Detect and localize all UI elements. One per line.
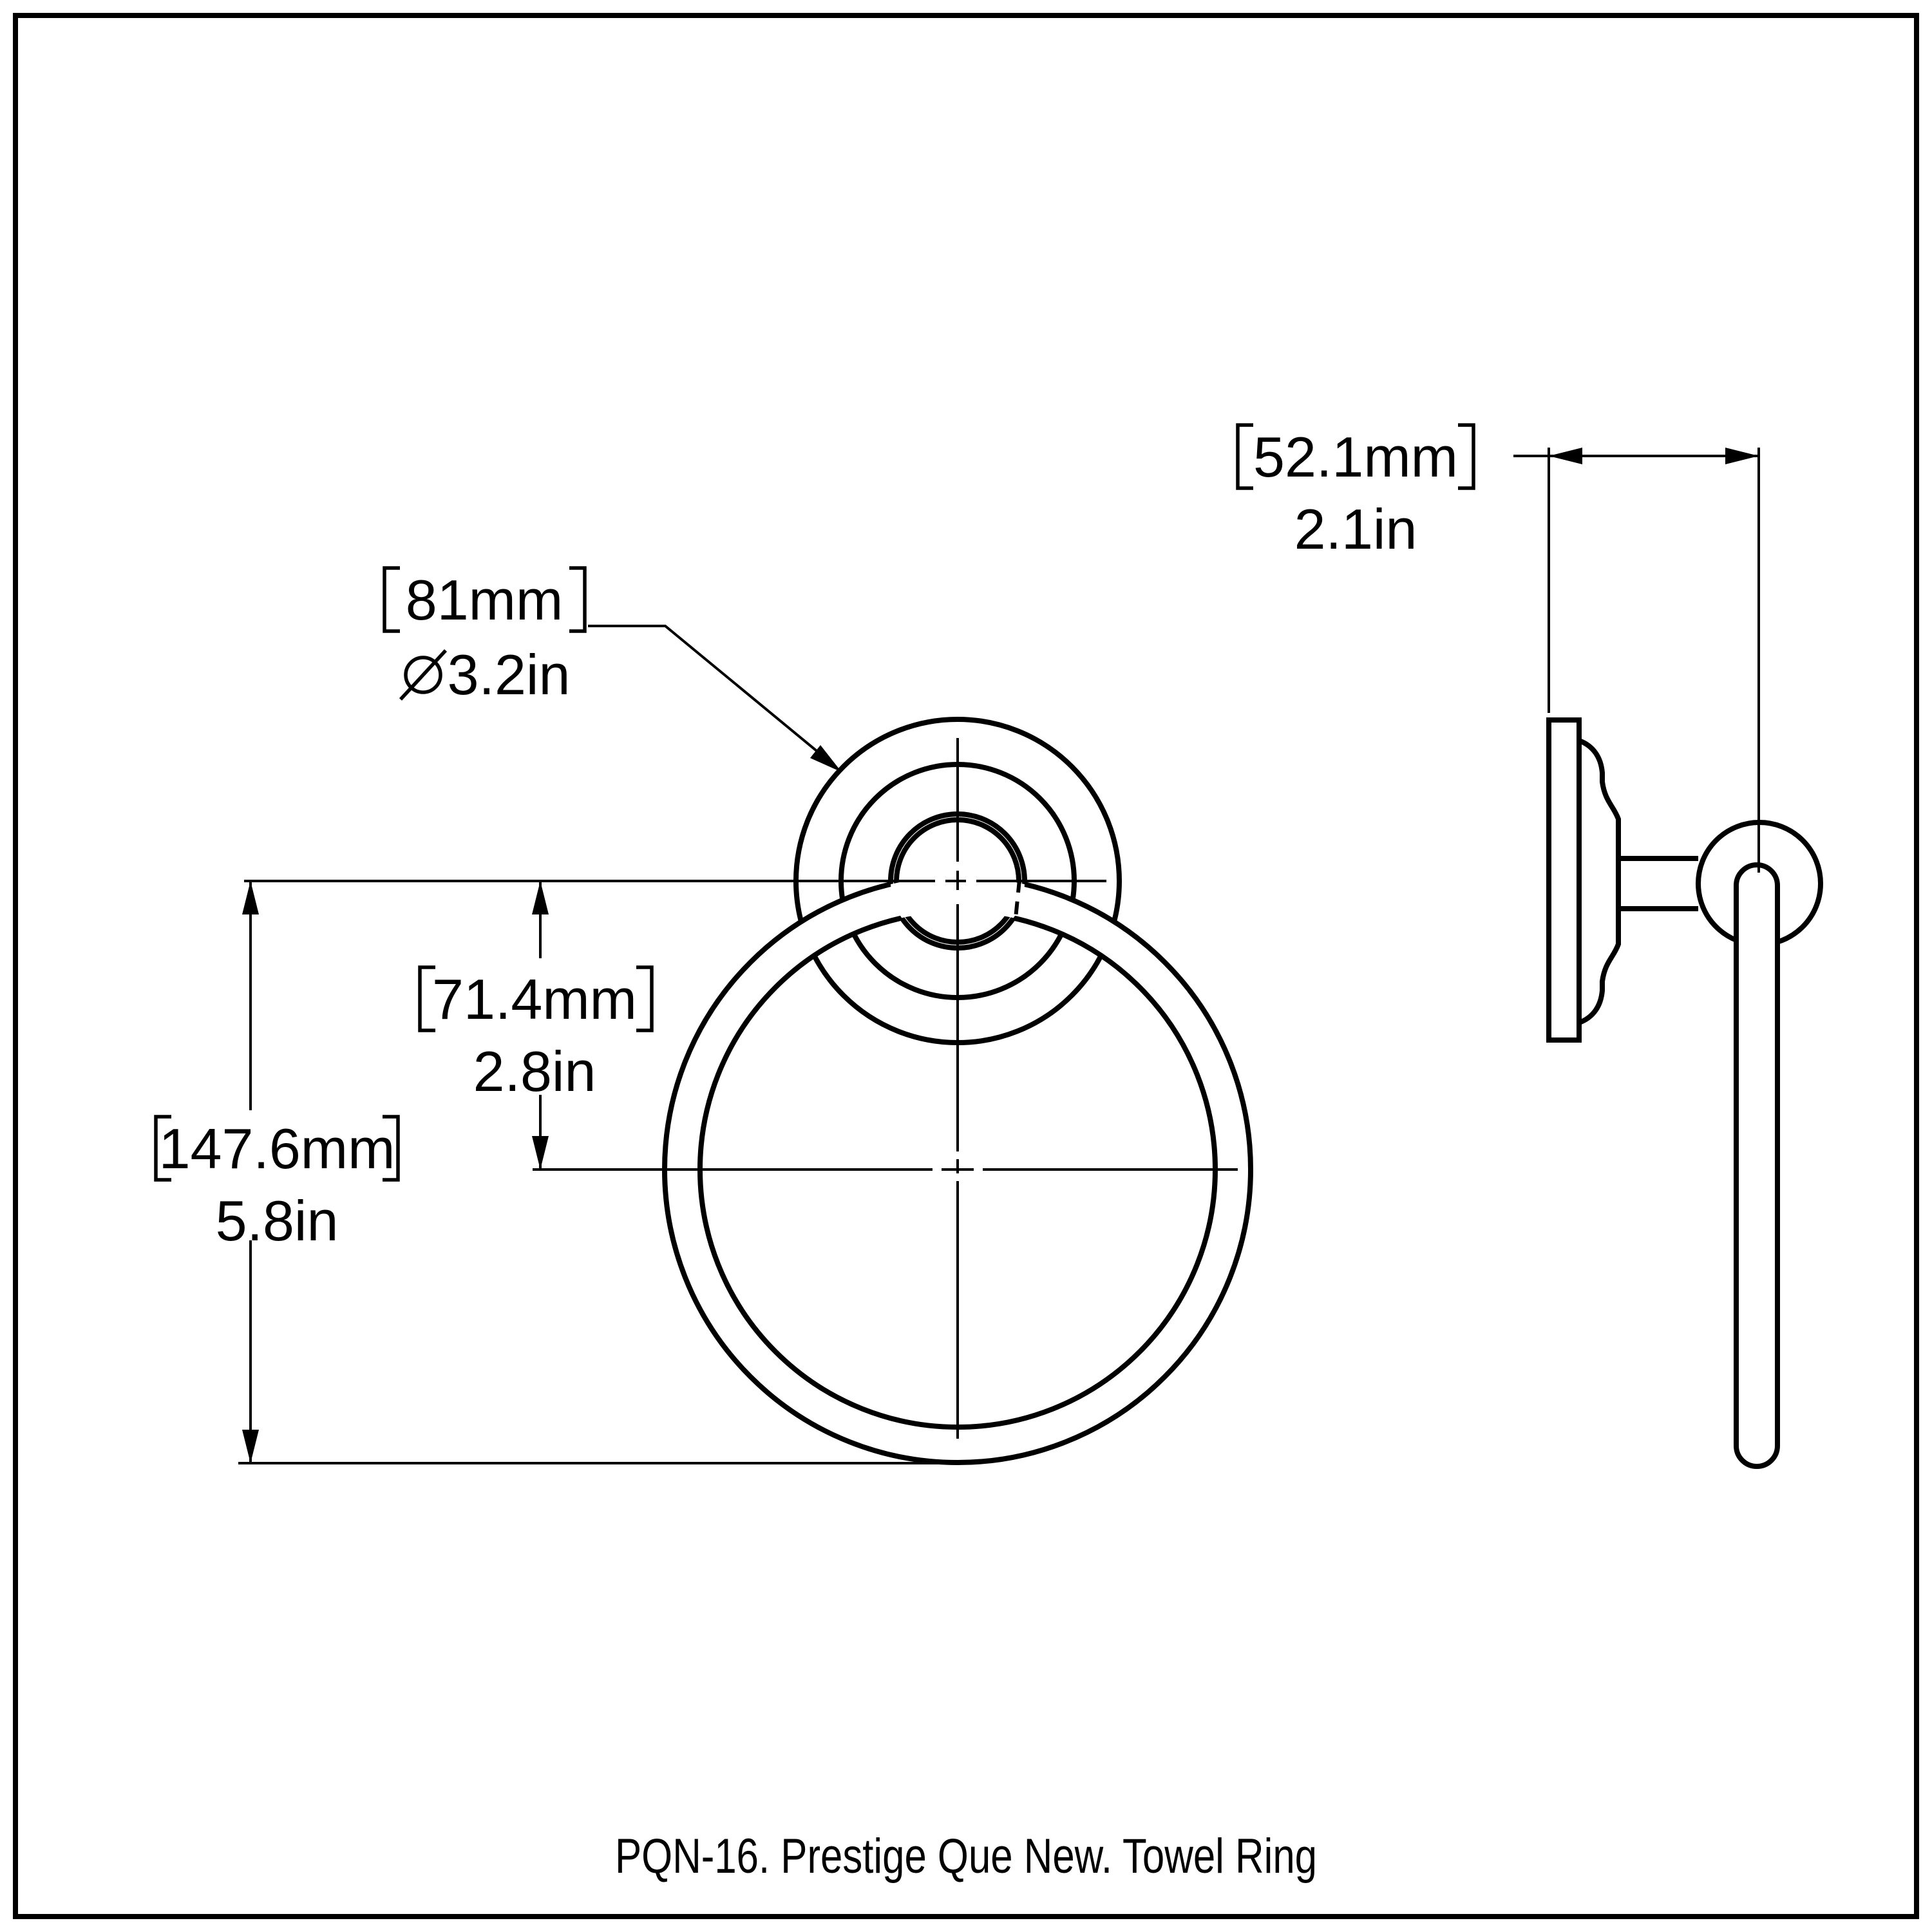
arrowhead-down-icon [532,1136,549,1170]
border-frame [13,13,1919,1919]
collar-hidden-edge-dashed [1014,879,1021,919]
arrowhead-up-icon [242,881,259,914]
arrowhead-right-icon [1725,448,1759,464]
dim-height-in: 5.8in [216,1189,339,1253]
dimension-brackets [154,423,1475,1182]
diameter-leader-line [588,625,836,767]
dim-drop-in: 2.8in [473,1039,596,1103]
arrowhead-left-icon [1549,448,1582,464]
bracket-71mm [418,965,654,1032]
backplate-molding-profile [1578,738,1621,1025]
bracket-81mm [383,566,587,633]
dim-backplate-in: 3.2in [448,643,571,706]
dim-height-mm: 147.6mm [159,1117,395,1180]
diameter-symbol-icon [399,649,448,701]
ring-side-capsule [1734,862,1780,1469]
dim-projection-in: 2.1in [1294,497,1417,561]
front-view-centerlines [244,738,1238,1439]
backplate-side-slab [1546,717,1582,1043]
leader-arrowhead-icon [810,745,842,772]
dim-projection-mm: 52.1mm [1253,425,1458,489]
stem-post [1618,856,1698,911]
arrowhead-up-icon [532,881,549,914]
drawing-caption: PQN-16. Prestige Que New. Towel Ring [615,1829,1317,1884]
bracket-52mm [1236,423,1475,490]
side-view [1546,448,1823,1469]
dimension-annotations: 81mm 3.2in 52.1mm 2.1in 71.4mm 2.8in 147… [154,423,1759,1464]
dim-backplate-mm: 81mm [406,568,564,632]
arrowhead-down-icon [242,1430,259,1463]
dim-drop-mm: 71.4mm [432,967,637,1031]
bracket-147mm [154,1115,400,1182]
